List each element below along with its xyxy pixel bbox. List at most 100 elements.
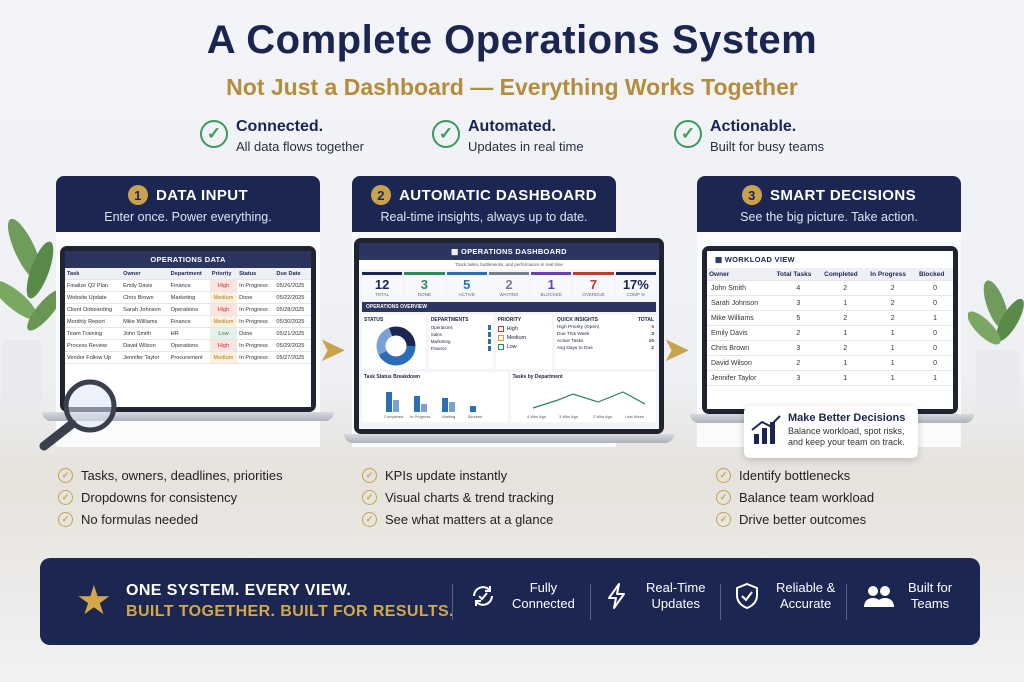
department-label: Operations xyxy=(430,325,453,330)
column-header: Priority xyxy=(209,268,238,280)
insight-label: Active Tasks xyxy=(556,339,584,344)
table-cell: 1 xyxy=(868,370,918,386)
kpi-value: 17% xyxy=(622,277,649,292)
table-cell: In Progress xyxy=(237,339,275,352)
panel-title: PRIORITY xyxy=(497,317,522,323)
checkbox-icon xyxy=(497,326,504,332)
series-line xyxy=(532,391,645,409)
table-cell: 5 xyxy=(774,310,823,326)
dashboard-icon: ▦ xyxy=(451,247,461,256)
check-circle-icon: ✓ xyxy=(716,489,731,505)
bar xyxy=(386,392,392,412)
shield-check-icon xyxy=(736,582,758,610)
dashboard-title: OPERATIONS DASHBOARD xyxy=(460,247,567,256)
table-cell: Low xyxy=(209,327,238,340)
priority-item: Low xyxy=(497,344,550,350)
department-bar xyxy=(487,346,491,351)
table-cell: Client Onboarding xyxy=(65,303,122,316)
table-cell: Mike Williams xyxy=(121,315,169,328)
table-cell: Procurement xyxy=(168,351,210,364)
laptop-workload-view: ▦ WORKLOAD VIEW Owner Total Tasks Comple… xyxy=(702,246,958,414)
card-desc: Enter once. Power everything. xyxy=(104,210,272,224)
pillar-title: Connected. xyxy=(236,118,324,135)
department-label: Marketing xyxy=(430,339,451,344)
grid-icon: ▦ xyxy=(715,255,725,264)
table-cell: Monthly Report xyxy=(65,315,122,328)
column-header: Blocked xyxy=(917,268,953,281)
table-cell: In Progress xyxy=(237,279,275,292)
bullets-smart-decisions: ✓Identify bottlenecks ✓Balance team work… xyxy=(716,464,874,530)
divider xyxy=(452,584,453,620)
check-circle-icon: ✓ xyxy=(58,467,73,483)
table-cell: Vendor Follow Up xyxy=(65,351,122,364)
table-cell: Finalize Q2 Plan xyxy=(65,279,122,292)
step-number-badge: 2 xyxy=(371,185,392,205)
bar xyxy=(414,396,420,412)
department-item: Marketing xyxy=(431,339,491,344)
check-circle-icon: ✓ xyxy=(432,120,460,148)
panel-title: QUICK INSIGHTS xyxy=(556,317,598,323)
check-circle-icon: ✓ xyxy=(362,511,377,527)
divider xyxy=(720,584,721,620)
plant-right-decoration xyxy=(968,280,1024,412)
department-bar xyxy=(487,339,491,344)
card-desc: Real-time insights, always up to date. xyxy=(380,210,588,224)
page-title: A Complete Operations System xyxy=(206,18,818,62)
department-item: Operations xyxy=(431,325,491,330)
priority-item: Medium xyxy=(497,335,550,341)
check-circle-icon: ✓ xyxy=(58,511,73,527)
table-cell: John Smith xyxy=(121,327,169,340)
screen-title: OPERATIONS DATA xyxy=(65,251,311,268)
kpi-value: 1 xyxy=(547,277,555,292)
table-cell: 4 xyxy=(774,280,823,296)
feature-text: Real-Time Updates xyxy=(646,580,705,612)
team-icon xyxy=(864,586,894,607)
bar xyxy=(470,406,476,412)
checkbox-icon xyxy=(497,344,504,350)
tasks-by-department-panel: Tasks by Department 4 Wks Ago 3 Wks Ago … xyxy=(510,372,656,422)
arrow-right-icon: ➤ xyxy=(662,331,691,369)
chart-title: Task Status Breakdown xyxy=(364,374,421,380)
column-header: Department xyxy=(168,268,210,280)
kpi-value: 12 xyxy=(374,277,390,292)
bullet-item: ✓Tasks, owners, deadlines, priorities xyxy=(58,464,283,486)
table-cell: 0 xyxy=(917,295,953,311)
column-header: Owner xyxy=(707,268,775,281)
feature-text: Reliable & Accurate xyxy=(776,580,835,612)
kpi-tile: 17%COMP % xyxy=(615,272,656,299)
table-cell: 05/27/2025 xyxy=(274,351,311,364)
pillar-desc: All data flows together xyxy=(236,139,364,154)
x-tick-label: In Progress xyxy=(410,414,430,419)
x-tick-label: Last Week xyxy=(625,414,644,419)
table-cell: 0 xyxy=(917,325,953,341)
kpi-label: BLOCKED xyxy=(540,292,563,297)
table-cell: John Smith xyxy=(707,280,775,296)
card-title: AUTOMATIC DASHBOARD xyxy=(399,186,597,204)
table-cell: Chris Brown xyxy=(707,340,775,356)
table-cell: 1 xyxy=(917,370,953,386)
table-cell: 05/26/2025 xyxy=(274,279,311,292)
footer-line-1: ONE SYSTEM. EVERY VIEW. xyxy=(126,582,352,599)
department-item: Finance xyxy=(431,346,491,351)
panel-title: DEPARTMENTS xyxy=(430,317,469,323)
table-cell: Emily Davis xyxy=(707,325,775,341)
bullet-item: ✓Drive better outcomes xyxy=(716,508,874,530)
table-cell: 2 xyxy=(774,355,823,371)
kpi-value: 7 xyxy=(589,277,598,292)
column-header: Owner xyxy=(121,268,169,280)
table-cell: Team Training xyxy=(65,327,122,340)
table-cell: 2 xyxy=(822,340,869,356)
x-tick-label: 2 Wks Ago xyxy=(593,414,613,419)
table-cell: High xyxy=(209,279,238,292)
table-cell: 1 xyxy=(822,295,869,311)
table-cell: Sarah Johnson xyxy=(707,295,775,311)
check-circle-icon: ✓ xyxy=(362,467,377,483)
